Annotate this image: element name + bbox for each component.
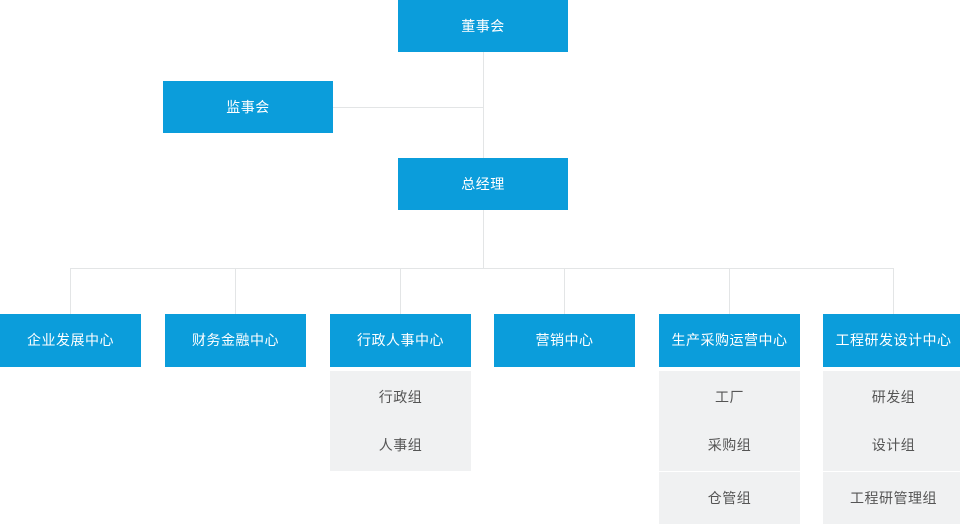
node-team-factory-label: 工厂 — [715, 388, 744, 405]
connector-bus-to-dept3 — [400, 268, 401, 314]
node-dept-admin-hr[interactable]: 行政人事中心 — [330, 314, 471, 367]
connector-bus-to-dept6 — [893, 268, 894, 314]
node-dept-production-procurement[interactable]: 生产采购运营中心 — [659, 314, 800, 367]
node-general-manager[interactable]: 总经理 — [398, 158, 568, 210]
node-dept-enterprise-development[interactable]: 企业发展中心 — [0, 314, 141, 367]
node-dept-production-procurement-label: 生产采购运营中心 — [671, 332, 788, 349]
connector-bus-to-dept5 — [729, 268, 730, 314]
node-team-hr-label: 人事组 — [378, 436, 423, 453]
connector-bus-to-dept4 — [564, 268, 565, 314]
node-team-design[interactable]: 设计组 — [823, 419, 960, 471]
connector-board-to-gm — [483, 52, 484, 158]
node-dept-marketing[interactable]: 营销中心 — [494, 314, 635, 367]
connector-bus-to-dept1 — [70, 268, 71, 314]
connector-gm-to-bus — [483, 210, 484, 268]
node-general-manager-label: 总经理 — [461, 175, 505, 192]
node-team-factory[interactable]: 工厂 — [659, 371, 800, 423]
node-supervisor-label: 监事会 — [226, 98, 270, 115]
node-dept-marketing-label: 营销中心 — [535, 332, 594, 349]
node-supervisor[interactable]: 监事会 — [163, 81, 333, 133]
node-team-hr[interactable]: 人事组 — [330, 419, 471, 471]
connector-supervisor-to-trunk — [333, 107, 483, 108]
node-team-rd[interactable]: 研发组 — [823, 371, 960, 423]
node-team-admin-label: 行政组 — [378, 388, 423, 405]
node-dept-finance-label: 财务金融中心 — [192, 332, 279, 349]
node-dept-admin-hr-label: 行政人事中心 — [357, 332, 444, 349]
node-team-warehouse[interactable]: 仓管组 — [659, 472, 800, 524]
node-team-warehouse-label: 仓管组 — [707, 489, 752, 506]
node-team-design-label: 设计组 — [871, 436, 916, 453]
node-dept-finance[interactable]: 财务金融中心 — [165, 314, 306, 367]
node-dept-engineering-rd[interactable]: 工程研发设计中心 — [823, 314, 960, 367]
node-team-rd-label: 研发组 — [871, 388, 916, 405]
node-board[interactable]: 董事会 — [398, 0, 568, 52]
node-team-procurement-label: 采购组 — [707, 436, 752, 453]
connector-department-bus — [70, 268, 894, 269]
node-dept-engineering-rd-label: 工程研发设计中心 — [835, 332, 952, 349]
node-team-admin[interactable]: 行政组 — [330, 371, 471, 423]
node-team-engineering-management[interactable]: 工程研管理组 — [823, 472, 960, 524]
connector-bus-to-dept2 — [235, 268, 236, 314]
node-board-label: 董事会 — [461, 17, 505, 34]
node-team-engineering-management-label: 工程研管理组 — [850, 489, 937, 506]
node-team-procurement[interactable]: 采购组 — [659, 419, 800, 471]
node-dept-enterprise-development-label: 企业发展中心 — [27, 332, 114, 349]
